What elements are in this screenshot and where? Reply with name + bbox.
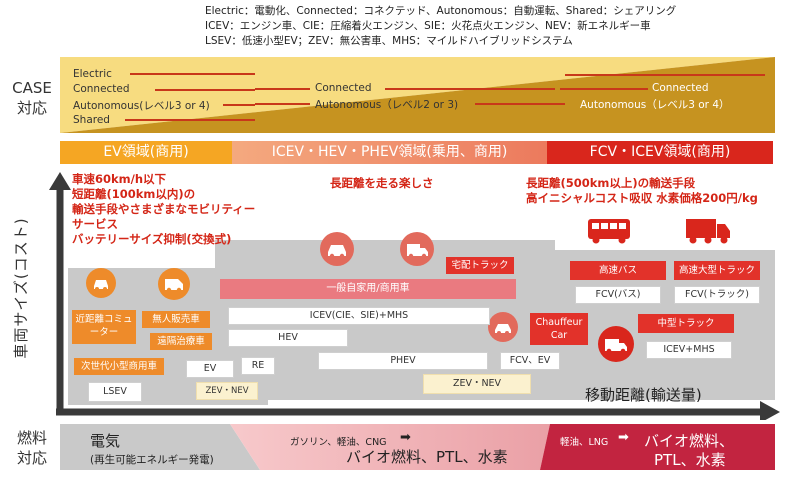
fuel-right-big-2: PTL、水素: [654, 451, 726, 469]
case-electric: Electric: [73, 68, 112, 80]
case-autonomous-mid: Autonomous（レベル2 or 3): [315, 99, 459, 111]
ev-text-4: サービス: [72, 217, 118, 231]
box-re: RE: [241, 357, 275, 375]
case-autonomous-left-line: [223, 104, 255, 106]
ev-text-1: 車速60km/h以下: [72, 172, 167, 186]
box-icev-mhs: ICEV+MHS: [646, 341, 732, 359]
mid-truck-icon: [598, 326, 634, 362]
case-right-top-line: [565, 74, 765, 76]
fuel-band-right: [540, 424, 775, 470]
y-axis-label: 車両サイズ(コスト): [12, 217, 30, 359]
box-lsev: LSEV: [88, 382, 142, 402]
domain-ev: EV領域(商用): [60, 141, 232, 164]
case-shared: Shared: [73, 114, 110, 126]
box-fcv-truck: FCV(トラック): [674, 286, 760, 304]
case-label: CASE 対応: [10, 78, 54, 118]
case-autonomous-right: Autonomous（レベル3 or 4）: [580, 99, 730, 111]
fuel-mid-small: ガソリン、軽油、CNG: [290, 437, 387, 448]
box-phev: PHEV: [318, 352, 488, 370]
box-takuhai-truck: 宅配トラック: [446, 257, 514, 274]
fuel-band-mid: [230, 424, 550, 470]
box-kosoku-bus: 高速バス: [570, 261, 666, 280]
case-connected-mid-line-right: [385, 88, 555, 90]
bus-icon: [586, 216, 632, 246]
fuel-label: 燃料 対応: [10, 428, 54, 468]
fuel-right-small: 軽油、LNG: [560, 437, 609, 448]
case-connected-mid: Connected: [315, 82, 372, 94]
case-connected-left-line: [155, 89, 255, 91]
box-ippan: 一般自家用/商用車: [220, 279, 516, 299]
case-label-line-2: 対応: [16, 99, 47, 117]
ev-text-5: バッテリーサイズ抑制(交換式): [72, 232, 232, 246]
box-zev-nev-small: ZEV・NEV: [196, 382, 258, 400]
case-shared-line: [125, 119, 255, 121]
fcv-text-1: 長距離(500km以上)の輸送手段: [526, 176, 696, 190]
fuel-band: [60, 424, 775, 470]
case-band-dark: [60, 57, 775, 133]
fuel-denki: 電気: [90, 432, 121, 450]
fuel-band-electric: [60, 424, 260, 470]
fuel-right-arrow-icon: ➡: [618, 430, 629, 445]
box-chauffeur: Chauffeur Car: [530, 313, 588, 345]
ev-description: 車速60km/h以下 短距離(100km以内)の 輸送手段やさまざまなモビリティ…: [72, 172, 255, 247]
case-autonomous-mid-line-right: [475, 103, 565, 105]
legend-line-3: LSEV：低速小型EV；ZEV：無公害車、MHS：マイルドハイブリッドシステム: [205, 35, 573, 47]
chauffeur-car-icon: [488, 312, 518, 342]
box-fcv-bus: FCV(バス): [575, 286, 661, 304]
ev-text-3: 輸送手段やさまざまなモビリティー: [72, 202, 256, 216]
fuel-label-line-2: 対応: [16, 449, 47, 467]
case-autonomous-left: Autonomous(レベル3 or 4): [73, 100, 210, 112]
x-axis-arrow-icon: [760, 401, 780, 420]
fcv-text-2: 高イニシャルコスト吸収 水素価格200円/kg: [526, 191, 758, 205]
legend-line-2: ICEV：エンジン車、CIE：圧縮着火エンジン、SIE：火花点火エンジン、NEV…: [205, 20, 651, 32]
y-axis-arrow-icon: [49, 172, 71, 190]
mid-description: 長距離を走る楽しさ: [330, 176, 434, 190]
big-truck-icon: [684, 216, 732, 246]
case-autonomous-mid-line-left: [255, 103, 310, 105]
fuel-denki-sub: (再生可能エネルギー発電): [90, 454, 214, 466]
box-mujin: 無人販売車: [142, 311, 210, 328]
case-connected-left: Connected: [73, 83, 130, 95]
legend: Electric：電動化、Connected：コネクテッド、Autonomous…: [205, 4, 676, 49]
van-icon-ev: [158, 268, 190, 300]
x-axis-label: 移動距離(輸送量): [585, 386, 702, 404]
box-ev: EV: [186, 360, 234, 378]
box-kinkyori: 近距離コミューター: [72, 310, 136, 344]
box-jisedai: 次世代小型商用車: [74, 358, 164, 375]
case-label-line-1: CASE: [12, 79, 52, 97]
y-axis-label-wrap: 車両サイズ(コスト): [4, 180, 44, 410]
case-connected-right-line: [560, 88, 648, 90]
fuel-mid-arrow-icon: ➡: [400, 430, 411, 445]
box-zev-nev: ZEV・NEV: [423, 374, 531, 394]
truck-icon-mid: [400, 232, 434, 266]
domain-fcv: FCV・ICEV領域(商用): [547, 141, 773, 164]
ev-text-2: 短距離(100km以内)の: [72, 187, 196, 201]
box-chugata-truck: 中型トラック: [638, 314, 734, 333]
fuel-mid-big: バイオ燃料、PTL、水素: [346, 448, 508, 466]
box-kosoku-truck: 高速大型トラック: [674, 261, 760, 280]
box-icev-cie: ICEV(CIE、SIE)+MHS: [228, 307, 490, 325]
case-connected-right: Connected: [652, 82, 709, 94]
car-icon-mid: [320, 232, 354, 266]
legend-line-1: Electric：電動化、Connected：コネクテッド、Autonomous…: [205, 5, 677, 17]
box-hev: HEV: [228, 329, 348, 347]
box-fcv-ev: FCV、EV: [500, 352, 560, 370]
box-enkaku: 遠隔治療車: [150, 333, 212, 350]
case-band: [60, 57, 775, 133]
axes: [49, 172, 780, 420]
case-electric-line: [130, 73, 255, 75]
fcv-description: 長距離(500km以上)の輸送手段 高イニシャルコスト吸収 水素価格200円/k…: [526, 176, 758, 206]
case-connected-mid-line-left: [255, 88, 310, 90]
fuel-right-big-1: バイオ燃料、: [644, 432, 735, 450]
fuel-label-line-1: 燃料: [16, 429, 47, 447]
car-icon-ev: [86, 268, 116, 298]
domain-icev: ICEV・HEV・PHEV領域(乗用、商用): [232, 141, 547, 164]
